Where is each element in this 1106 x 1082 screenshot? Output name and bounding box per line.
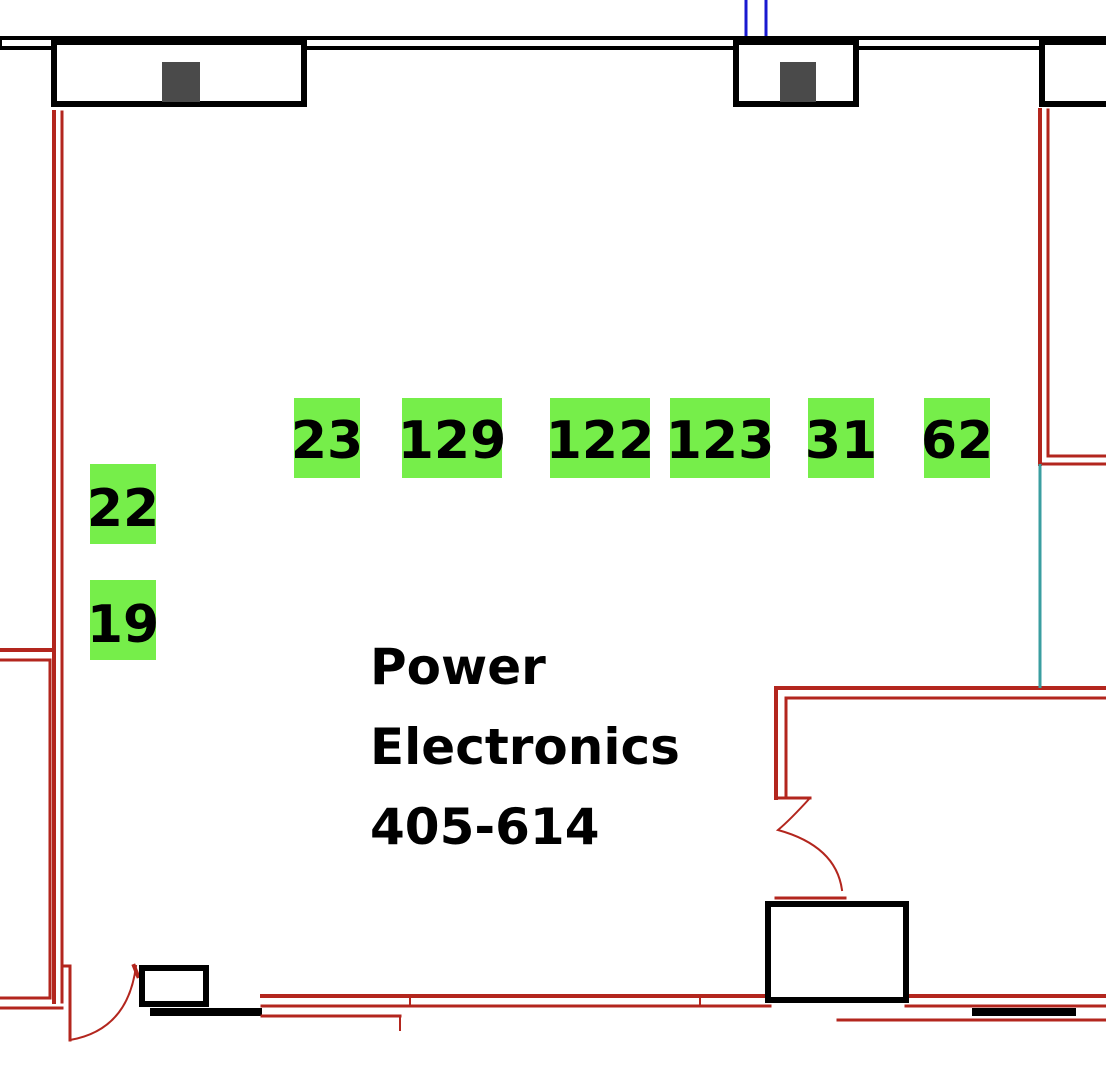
seat-23[interactable]: 23 bbox=[291, 398, 363, 478]
seat-label: 22 bbox=[87, 479, 159, 539]
seat-122[interactable]: 122 bbox=[546, 398, 655, 478]
seat-label: 23 bbox=[291, 411, 363, 471]
pipe-lines bbox=[744, 0, 768, 42]
seat-label: 19 bbox=[87, 595, 159, 655]
right-wall bbox=[1038, 108, 1106, 688]
seat-19[interactable]: 19 bbox=[87, 580, 159, 660]
closet bbox=[765, 901, 909, 1003]
room-number: 405-614 bbox=[370, 798, 600, 856]
seat-label: 123 bbox=[666, 411, 775, 471]
room-name-line1: Power bbox=[370, 638, 546, 696]
room-label: Power Electronics 405-614 bbox=[370, 638, 680, 856]
seat-22[interactable]: 22 bbox=[87, 464, 159, 544]
seat-129[interactable]: 129 bbox=[398, 398, 507, 478]
seat-123[interactable]: 123 bbox=[666, 398, 775, 478]
seat-label: 62 bbox=[921, 411, 993, 471]
seat-label: 129 bbox=[398, 411, 507, 471]
seat-31[interactable]: 31 bbox=[805, 398, 877, 478]
room-name-line2: Electronics bbox=[370, 718, 680, 776]
door-swing bbox=[68, 963, 141, 1042]
inner-room-wall bbox=[774, 686, 1106, 900]
seat-label: 31 bbox=[805, 411, 877, 471]
seat-label: 122 bbox=[546, 411, 655, 471]
seat-62[interactable]: 62 bbox=[921, 398, 993, 478]
left-wall bbox=[0, 110, 72, 1042]
bottom-wall bbox=[139, 965, 1106, 1031]
seat-markers: 23 129 122 123 31 62 22 19 bbox=[87, 398, 993, 660]
top-exterior-wall bbox=[0, 36, 1106, 107]
